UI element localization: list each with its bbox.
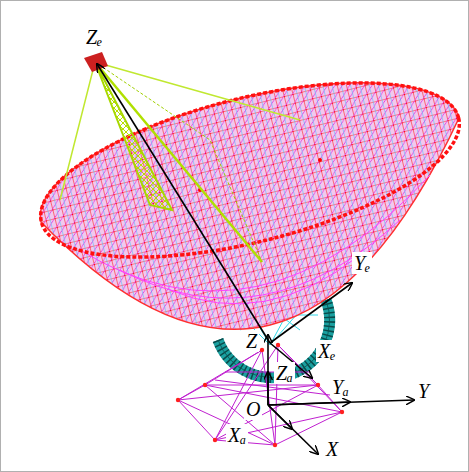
axis-label-anchor: Z [244,330,259,352]
axis-label: Zₑ [84,26,104,48]
reflector-dish [24,48,469,329]
axis-label: X [324,438,340,460]
axis-label-anchor: Zₑ [84,26,104,48]
axis-label: Z [244,330,259,352]
axis-label: O [244,398,262,420]
feed-support [60,52,300,262]
axis-label-anchor: O [244,398,262,420]
axis-label: Yₐ [330,376,351,398]
axis-label-anchor: Yₑ [352,252,372,274]
axis-label-anchor: Y [416,380,431,402]
axis-label-anchor: Xₑ [316,340,337,362]
coordinate-axes [97,64,414,454]
axis-label-anchor: Yₐ [330,376,351,398]
axis-label-anchor: Zₐ [274,362,295,384]
axis-label: Xₑ [316,340,337,362]
axis-label: Zₐ [274,362,295,384]
axis-label-anchor: X [324,438,340,460]
axis-label: Yₑ [352,252,372,274]
axis-label-anchor: Xₐ [226,424,248,446]
axis-label: Y [416,380,431,402]
axis-label: Xₐ [226,424,248,446]
